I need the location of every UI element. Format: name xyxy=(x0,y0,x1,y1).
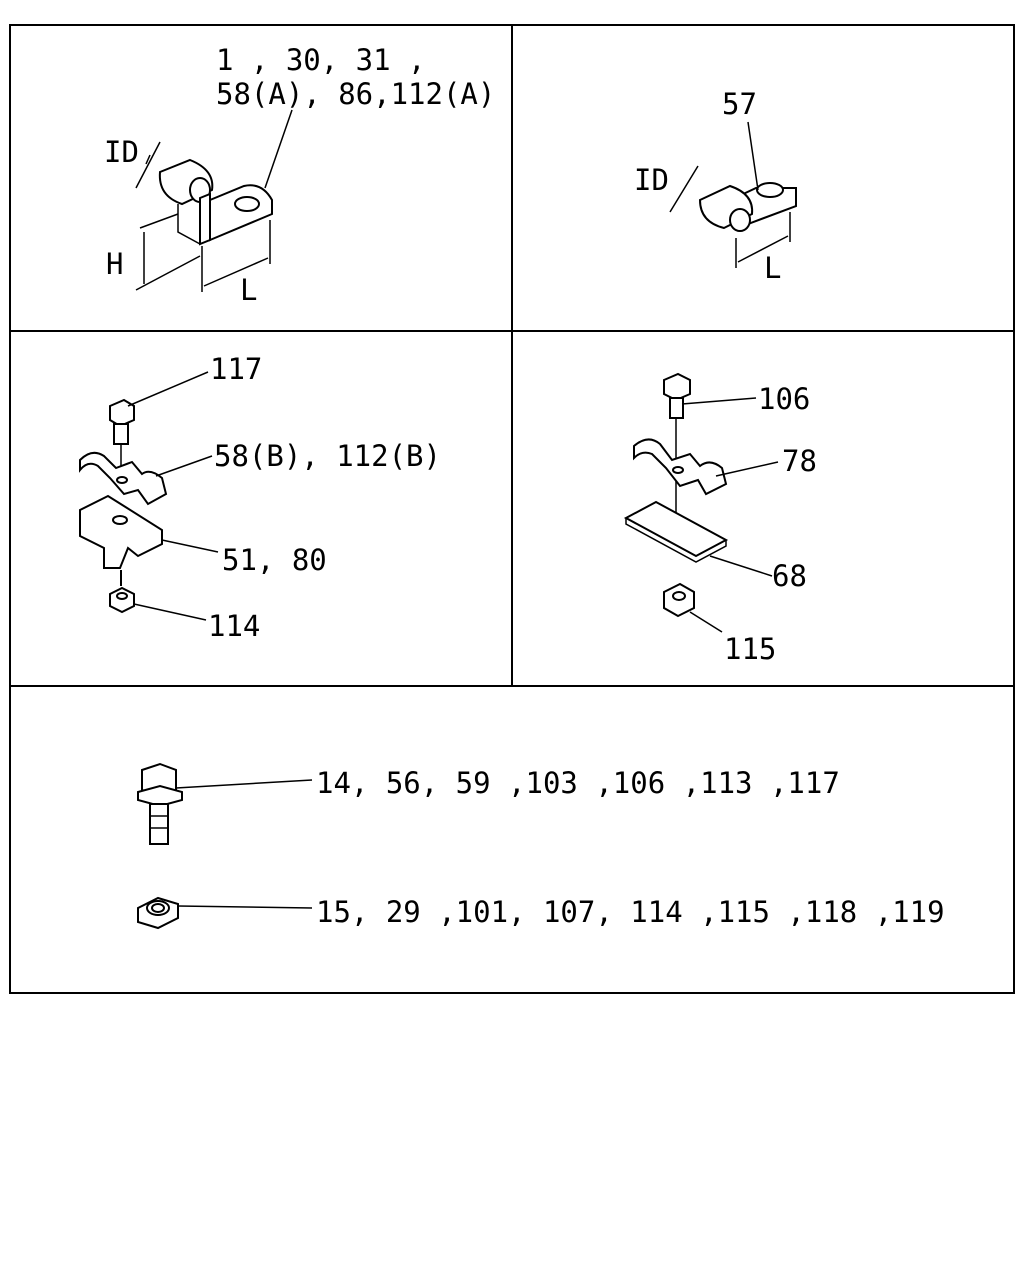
dimension-h-label: H xyxy=(106,247,123,281)
bracket-51-icon xyxy=(79,494,163,569)
panel-p-clamp-bracket: 1 , 30, 31 , 58(A), 86,112(A) ID H L xyxy=(104,43,495,307)
panel-clamp-on-plate: 106 78 68 115 xyxy=(623,372,817,666)
callout-57: 57 xyxy=(722,87,757,121)
callout-68: 68 xyxy=(772,559,807,593)
panel-fastener-legend: 14, 56, 59 ,103 ,106 ,113 ,117 15, 29 ,1… xyxy=(137,762,945,930)
dimension-id-label-2: ID xyxy=(634,163,669,197)
dimension-l-label: L xyxy=(240,273,257,307)
diagram-frame xyxy=(9,24,1015,994)
p-clamp-bracket-drawing xyxy=(135,109,293,292)
bolt-106-icon xyxy=(663,372,691,402)
callout-p-clamp-line2: 58(A), 86,112(A) xyxy=(216,77,495,111)
flange-nut-icon xyxy=(137,896,313,930)
callout-nut-list: 15, 29 ,101, 107, 114 ,115 ,118 ,119 xyxy=(316,895,945,929)
callout-p-clamp-line1: 1 , 30, 31 , xyxy=(216,43,426,77)
callout-114: 114 xyxy=(208,609,260,643)
clamp-plate-assembly-drawing xyxy=(623,372,779,633)
panel-p-clamp-simple: 57 ID L xyxy=(634,87,797,285)
flange-bolt-icon xyxy=(137,762,313,845)
panel-clamp-on-bracket: 117 58(B), 112(B) 51, 80 114 xyxy=(79,352,441,643)
bolt-117-icon xyxy=(109,398,135,428)
p-clamp-simple-drawing xyxy=(669,121,797,268)
dimension-id-label: ID xyxy=(104,135,139,169)
clamp-bracket-assembly-drawing xyxy=(79,371,219,621)
callout-51-80: 51, 80 xyxy=(222,543,327,577)
callout-58b-112b: 58(B), 112(B) xyxy=(214,439,441,473)
callout-117: 117 xyxy=(210,352,262,386)
dimension-l-label-2: L xyxy=(764,251,781,285)
callout-78: 78 xyxy=(782,444,817,478)
callout-106: 106 xyxy=(758,382,810,416)
callout-115: 115 xyxy=(724,632,776,666)
callout-bolt-list: 14, 56, 59 ,103 ,106 ,113 ,117 xyxy=(316,766,840,800)
